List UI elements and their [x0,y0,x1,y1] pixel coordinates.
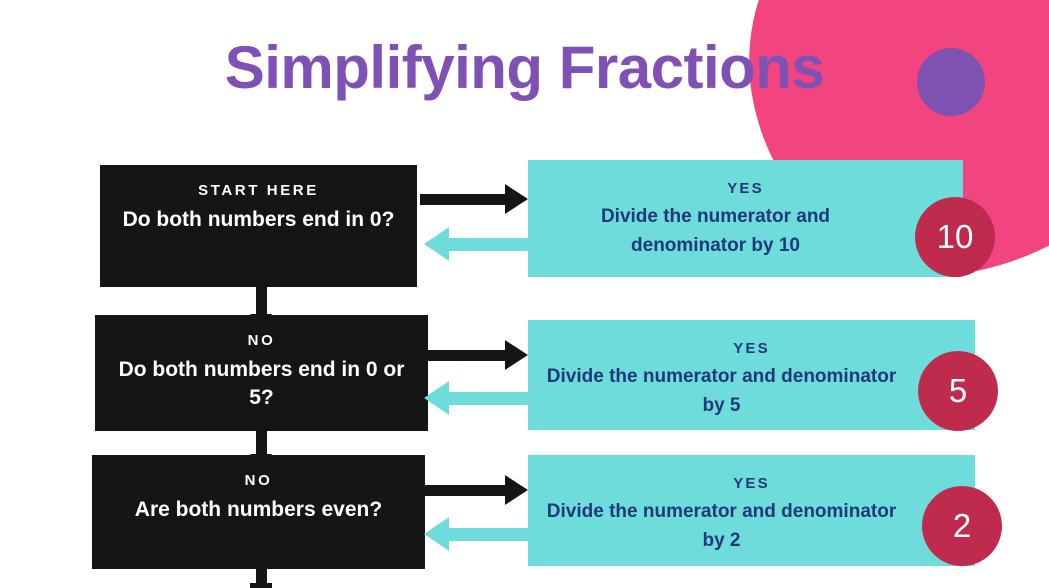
arrow-head [505,184,528,214]
arrow-shaft [256,431,267,455]
answer-kicker-2: YES [733,340,770,357]
arrow-right-icon-1 [420,184,528,214]
answer-box-3[interactable]: YES Divide the numerator and denominator… [528,455,975,566]
answer-kicker-1: YES [727,180,764,197]
arrow-head [424,381,449,415]
page-title: Simplifying Fractions [224,34,825,101]
question-box-2[interactable]: NO Do both numbers end in 0 or 5? [95,315,428,431]
arrow-shaft [420,485,508,496]
answer-box-2[interactable]: YES Divide the numerator and denominator… [528,320,975,430]
arrow-head [424,227,449,261]
answer-text-2: Divide the numerator and denominator by … [546,366,897,416]
arrow-down-icon-3 [250,569,272,588]
answer-box-1[interactable]: YES Divide the numerator and denominator… [528,160,963,277]
arrow-shaft [444,528,532,541]
arrow-down-icon-1 [250,287,272,326]
arrow-shaft [256,287,267,315]
answer-text-3: Divide the numerator and denominator by … [546,501,897,551]
answer-text-1: Divide the numerator and denominator by … [600,206,831,256]
flow-row-3: NO Are both numbers even? YES Divide the… [0,455,1049,579]
divisor-badge-1: 10 [915,197,995,277]
arrow-shaft [444,238,532,251]
answer-kicker-3: YES [733,475,770,492]
arrow-left-icon-2 [424,381,532,415]
flow-row-1: START HERE Do both numbers end in 0? YES… [0,160,1049,289]
arrow-shaft [420,194,508,205]
question-kicker-1: START HERE [198,182,319,199]
arrow-left-icon-1 [424,227,532,261]
question-text-1: Do both numbers end in 0? [122,208,395,231]
arrow-shaft [420,350,508,361]
question-kicker-2: NO [247,332,276,349]
arrow-right-icon-3 [420,475,528,505]
flow-row-2: NO Do both numbers end in 0 or 5? YES Di… [0,315,1049,439]
arrow-foot [250,583,272,588]
purple-circle-shape [917,48,985,116]
divisor-badge-3: 2 [922,486,1002,566]
arrow-head [424,517,449,551]
question-box-3[interactable]: NO Are both numbers even? [92,455,425,569]
question-text-3: Are both numbers even? [134,498,383,521]
arrow-head [505,475,528,505]
arrow-down-icon-2 [250,431,272,466]
question-kicker-3: NO [244,472,273,489]
question-box-1[interactable]: START HERE Do both numbers end in 0? [100,165,417,287]
arrow-left-icon-3 [424,517,532,551]
arrow-head [505,340,528,370]
divisor-badge-2: 5 [918,351,998,431]
arrow-shaft [256,569,267,588]
question-text-2: Do both numbers end in 0 or 5? [118,358,405,410]
arrow-right-icon-2 [420,340,528,370]
arrow-shaft [444,392,532,405]
